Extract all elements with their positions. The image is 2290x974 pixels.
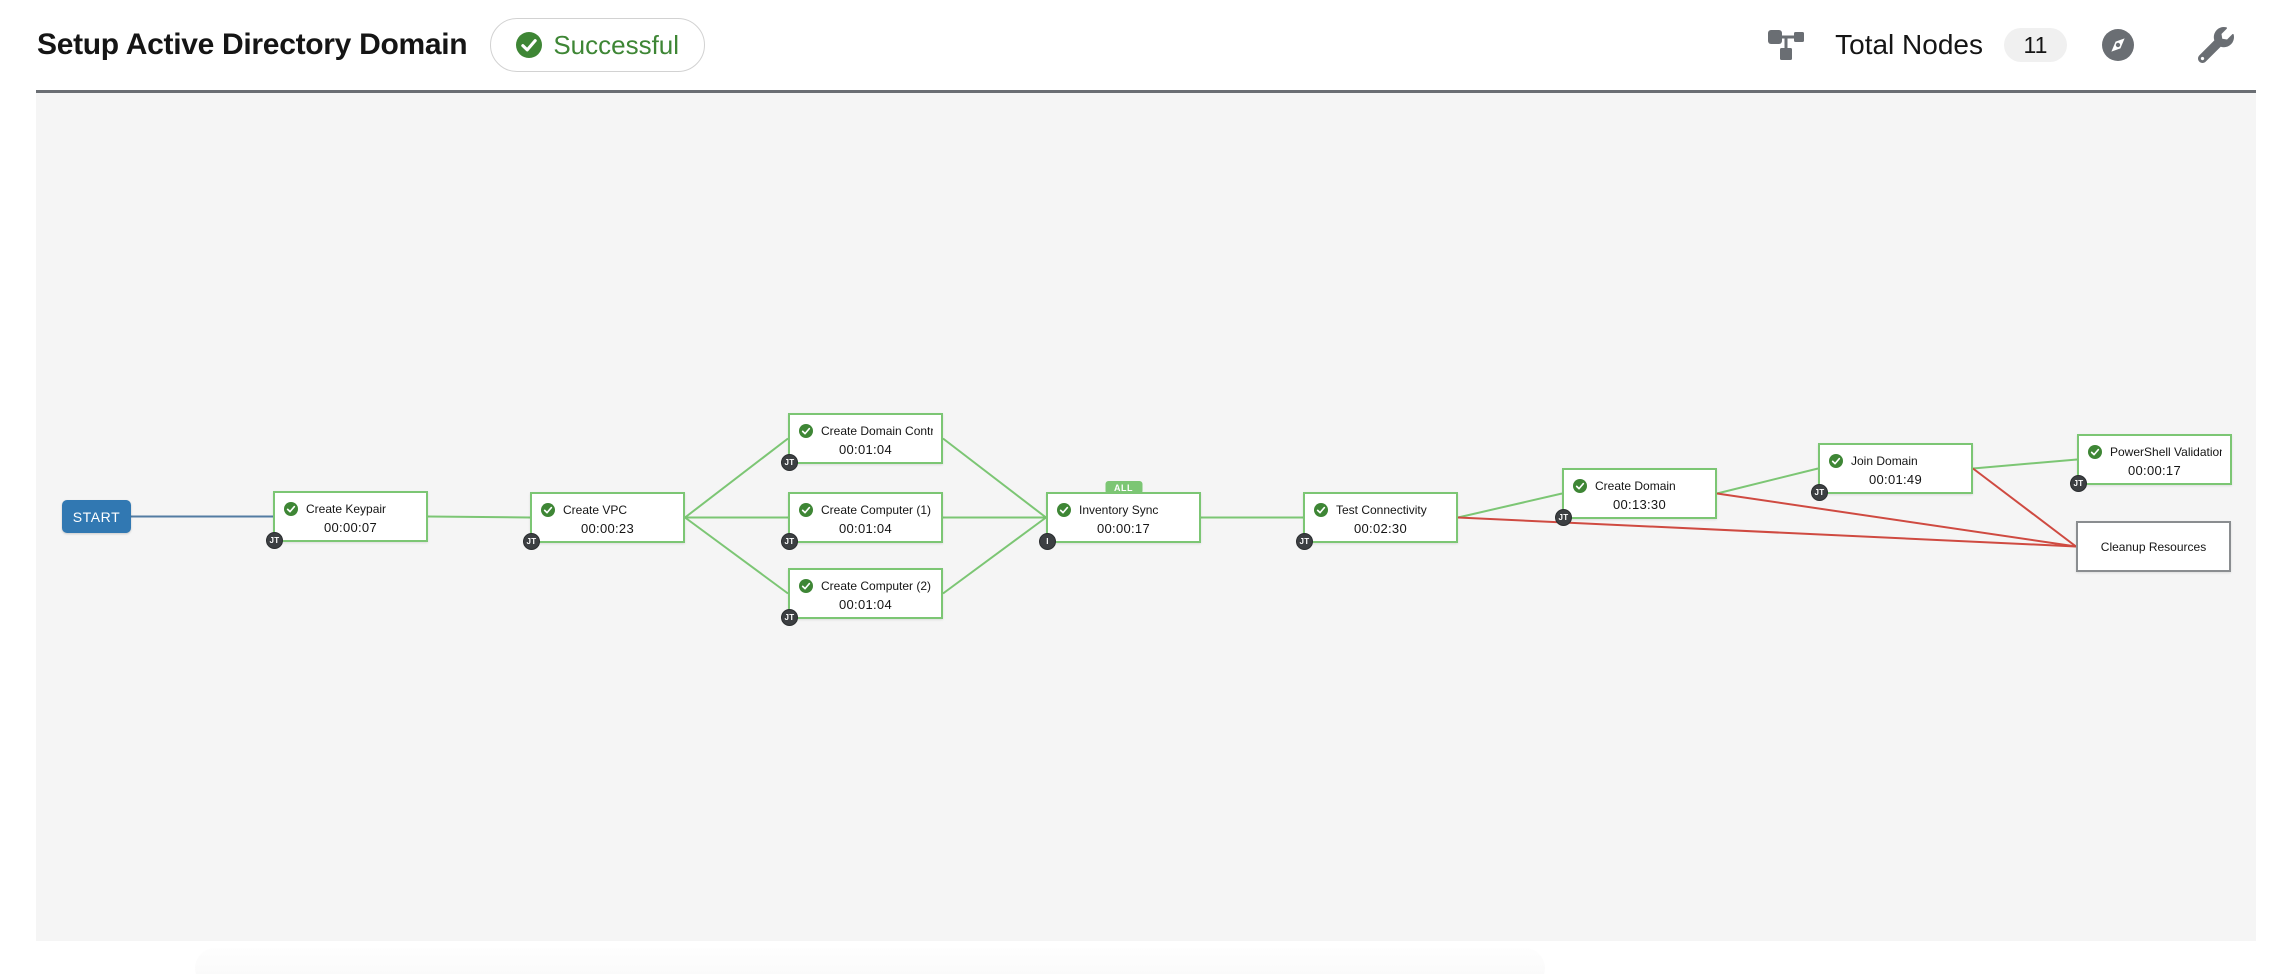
- node-title-row: Create VPC: [532, 494, 683, 517]
- node-label: Create Domain Contr...: [821, 424, 933, 438]
- node-type-badge-jt: JT: [1811, 484, 1828, 501]
- compass-icon: [2102, 29, 2134, 61]
- node-type-badge-jt: JT: [781, 454, 798, 471]
- node-label: Create Domain: [1595, 479, 1676, 493]
- node-title-row: Test Connectivity: [1305, 494, 1456, 517]
- success-check-icon: [1573, 479, 1587, 493]
- workflow-start-node[interactable]: START: [62, 500, 131, 533]
- page-header: Setup Active Directory Domain Successful…: [0, 0, 2290, 90]
- canvas-bottom-shadow: [195, 948, 1545, 974]
- node-elapsed-time: 00:02:30: [1353, 521, 1407, 536]
- node-type-badge-jt: JT: [1296, 533, 1313, 550]
- node-elapsed-time: 00:01:04: [838, 597, 892, 612]
- node-elapsed-time: 00:01:49: [1868, 472, 1922, 487]
- run-condition-badge: ALL: [1105, 481, 1142, 494]
- node-elapsed-time: 00:00:23: [580, 521, 634, 536]
- success-check-icon: [799, 424, 813, 438]
- sitemap-icon: [1768, 30, 1805, 60]
- node-elapsed-time: 00:00:17: [2127, 463, 2181, 478]
- success-check-icon: [799, 503, 813, 517]
- node-label: PowerShell Validation: [2110, 445, 2222, 459]
- node-title-row: Create Domain: [1564, 470, 1715, 493]
- node-title-row: Create Computer (1): [790, 494, 941, 517]
- workflow-node-cleanup_resources[interactable]: Cleanup Resources: [2076, 521, 2231, 572]
- node-title-row: PowerShell Validation: [2079, 436, 2230, 459]
- success-check-icon: [799, 579, 813, 593]
- node-type-badge-jt: JT: [781, 609, 798, 626]
- node-type-badge-i: I: [1039, 533, 1056, 550]
- tools-button[interactable]: [2198, 27, 2234, 63]
- node-label: Create VPC: [563, 503, 628, 517]
- node-type-badge-jt: JT: [523, 533, 540, 550]
- success-check-icon: [541, 503, 555, 517]
- node-elapsed-time: 00:00:07: [323, 520, 377, 535]
- node-label: Cleanup Resources: [2100, 539, 2207, 554]
- node-label: Test Connectivity: [1336, 503, 1427, 517]
- node-label: Create Computer (2): [821, 579, 932, 593]
- success-check-icon: [1829, 454, 1843, 468]
- node-type-badge-jt: JT: [2070, 475, 2087, 492]
- success-check-icon: [1314, 503, 1328, 517]
- node-label: Join Domain: [1851, 454, 1918, 468]
- wrench-icon: [2198, 27, 2234, 63]
- success-check-icon: [516, 32, 543, 58]
- status-badge: Successful: [490, 18, 706, 72]
- node-title-row: Join Domain: [1820, 445, 1971, 468]
- node-elapsed-time: 00:00:17: [1096, 521, 1150, 536]
- node-elapsed-time: 00:01:04: [838, 521, 892, 536]
- node-label: Create Keypair: [306, 502, 387, 516]
- header-toolbar: Total Nodes 11: [1767, 0, 2290, 90]
- compass-legend-button[interactable]: [2101, 28, 2135, 62]
- status-label: Successful: [553, 29, 680, 60]
- page-title: Setup Active Directory Domain: [37, 28, 468, 61]
- node-elapsed-time: 00:01:04: [838, 442, 892, 457]
- node-title-row: Create Computer (2): [790, 570, 941, 593]
- node-title-row: Create Domain Contr...: [790, 415, 941, 438]
- success-check-icon: [2088, 445, 2102, 459]
- node-type-badge-jt: JT: [1555, 509, 1572, 526]
- node-label: Inventory Sync: [1079, 503, 1159, 517]
- total-nodes-label: Total Nodes: [1835, 29, 1983, 60]
- node-title-row: Inventory Sync: [1048, 494, 1199, 517]
- node-type-badge-jt: JT: [266, 532, 283, 549]
- total-nodes-count-badge: 11: [2004, 28, 2067, 62]
- success-check-icon: [284, 502, 298, 516]
- node-type-badge-jt: JT: [781, 533, 798, 550]
- node-label: Create Computer (1): [821, 503, 932, 517]
- success-check-icon: [1057, 503, 1071, 517]
- node-title-row: Create Keypair: [275, 493, 426, 516]
- node-elapsed-time: 00:13:30: [1612, 497, 1666, 512]
